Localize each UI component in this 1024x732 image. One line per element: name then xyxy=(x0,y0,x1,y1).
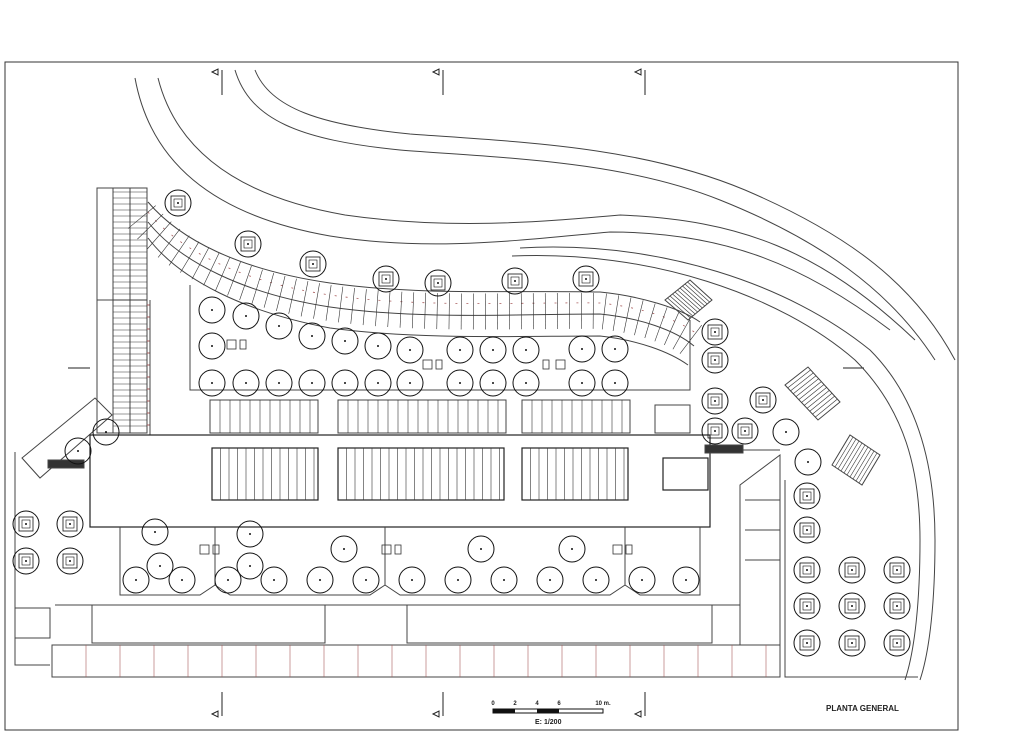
plan-title: PLANTA GENERAL xyxy=(826,704,899,713)
promenade-paving-joints xyxy=(127,205,703,354)
lower-terrace xyxy=(51,527,781,678)
central-building xyxy=(89,434,711,528)
upper-stall-partitions xyxy=(219,400,623,433)
drawing-frame xyxy=(4,61,959,731)
right-stair-lower-treads xyxy=(834,436,878,484)
right-stair-upper xyxy=(664,279,713,321)
left-access-strip xyxy=(96,187,148,434)
scale-bar: 0 2 4 6 10 m. E: 1/200 xyxy=(491,701,611,726)
right-stair-upper-treads xyxy=(667,281,710,319)
scale-tick-label: 10 m. xyxy=(595,701,611,707)
site-fixtures xyxy=(199,339,633,555)
section-markers xyxy=(68,68,864,718)
scale-tick-label: 6 xyxy=(557,701,561,707)
terrain-contours xyxy=(134,69,956,681)
right-stair-middle-treads xyxy=(787,369,838,418)
central-stall-partitions xyxy=(220,448,625,500)
left-strip-treads xyxy=(113,191,150,427)
scale-tick-label: 4 xyxy=(535,701,539,707)
left-diagonal-stair xyxy=(14,397,113,666)
curved-promenade xyxy=(147,201,701,366)
scale-bar-labels: 0 2 4 6 10 m. xyxy=(491,701,611,707)
right-structure xyxy=(47,444,918,678)
scale-tick-label: 0 xyxy=(491,701,495,707)
lower-terrace-bays xyxy=(85,645,767,677)
scale-bar-segments xyxy=(493,709,559,713)
scale-tick-label: 2 xyxy=(513,701,517,707)
scale-text: E: 1/200 xyxy=(535,719,562,726)
tree-symbols xyxy=(12,189,911,657)
right-stair-lower xyxy=(831,434,881,486)
